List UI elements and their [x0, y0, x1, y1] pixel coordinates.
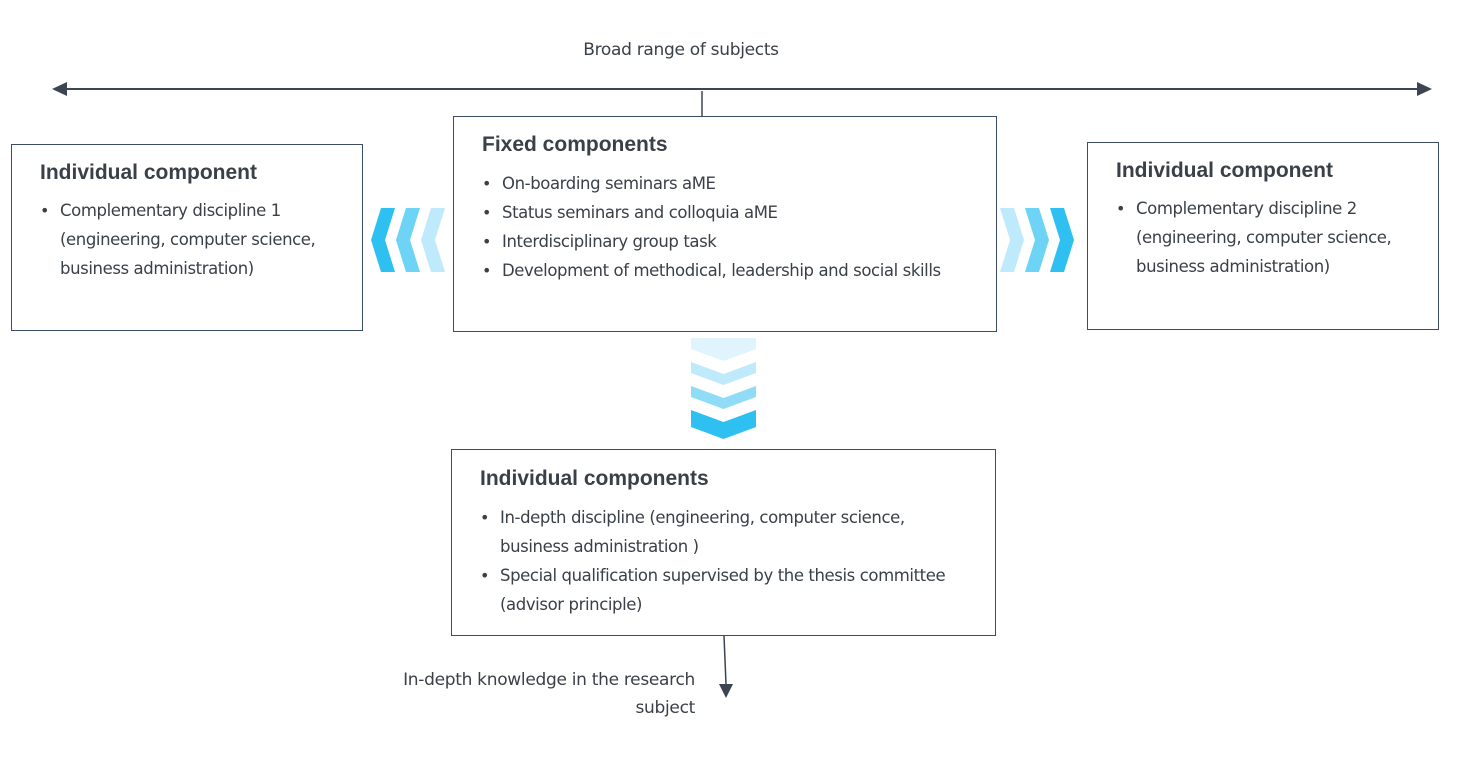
right-box-title: Individual component — [1116, 159, 1334, 182]
list-item: In-depth discipline (engineering, comput… — [480, 503, 975, 561]
fixed-components-box: Fixed components On-boarding seminars aM… — [453, 116, 997, 332]
bottom-box-list: In-depth discipline (engineering, comput… — [480, 503, 975, 619]
list-item: Special qualification supervised by the … — [480, 561, 975, 619]
broad-range-double-arrow — [52, 82, 1432, 96]
left-chevrons-icon — [371, 208, 445, 272]
down-chevrons-icon — [691, 338, 756, 439]
individual-component-left-box: Individual component Complementary disci… — [11, 144, 363, 331]
list-item: On-boarding seminars aME — [482, 169, 976, 198]
arrow-left-head-icon — [52, 82, 67, 96]
right-chevrons-icon — [1000, 208, 1074, 272]
list-item: Complementary discipline 1 (engineering,… — [40, 196, 342, 283]
output-label: In-depth knowledge in the research subje… — [403, 670, 695, 718]
left-box-title: Individual component — [40, 161, 258, 184]
arrow-down-head-icon — [719, 684, 733, 698]
left-box-list: Complementary discipline 1 (engineering,… — [40, 196, 342, 283]
arrow-right-head-icon — [1417, 82, 1432, 96]
individual-components-bottom-box: Individual components In-depth disciplin… — [451, 449, 996, 636]
bottom-box-title: Individual components — [480, 467, 709, 490]
center-box-title: Fixed components — [482, 133, 668, 156]
list-item: Complementary discipline 2 (engineering,… — [1116, 194, 1418, 281]
right-box-list: Complementary discipline 2 (engineering,… — [1116, 194, 1418, 281]
center-box-list: On-boarding seminars aME Status seminars… — [482, 169, 976, 285]
individual-component-right-box: Individual component Complementary disci… — [1087, 142, 1439, 330]
list-item: Status seminars and colloquia aME — [482, 198, 976, 227]
list-item: Interdisciplinary group task — [482, 227, 976, 256]
output-arrow — [719, 635, 733, 698]
list-item: Development of methodical, leadership an… — [482, 256, 976, 285]
axis-label: Broad range of subjects — [583, 40, 779, 60]
